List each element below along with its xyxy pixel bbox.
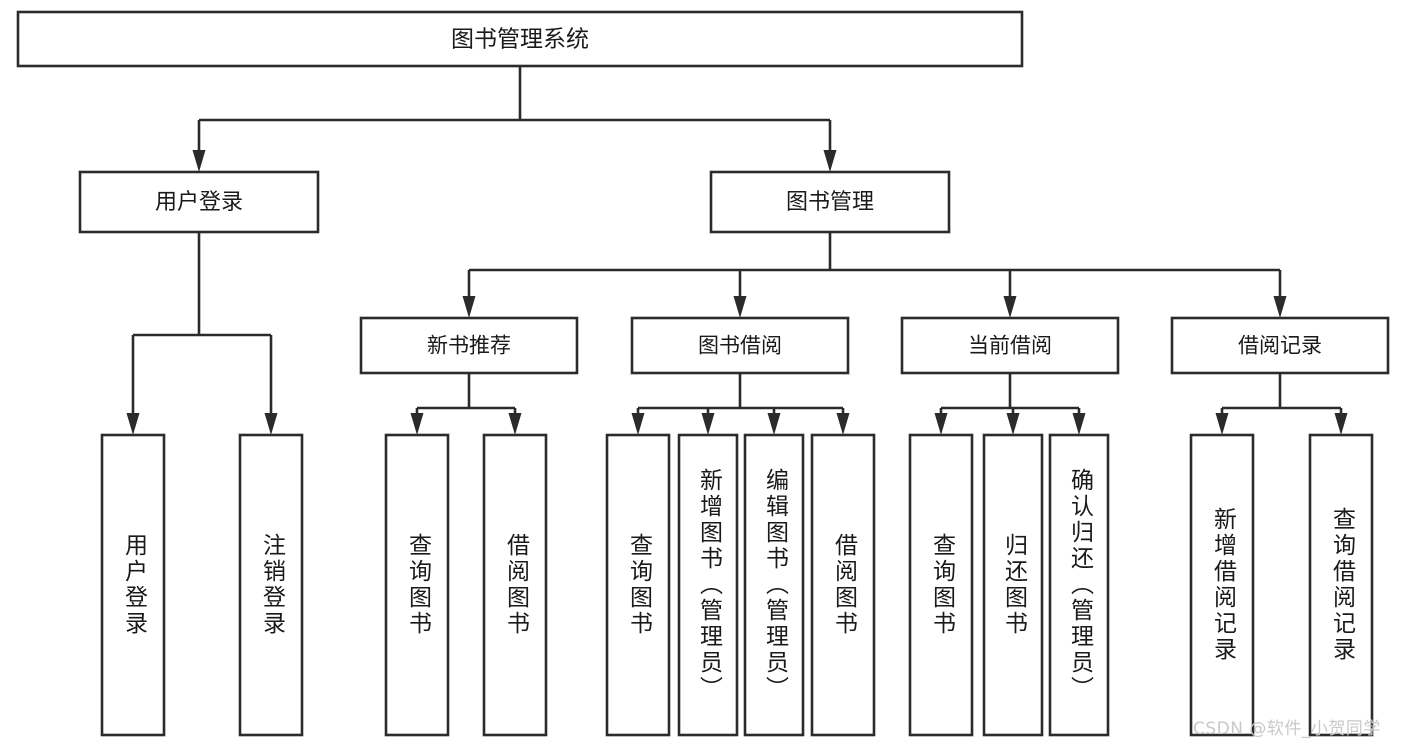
- level2-node-label: 图书管理: [786, 190, 874, 215]
- leaf-label-注销登录: 注销登录: [258, 533, 285, 637]
- leaf-node-确认归还管理员[interactable]: [1048, 433, 1110, 737]
- connector-root-to-level2: [192, 66, 837, 172]
- leaf-label-查询借阅记录: 查询借阅记录: [1328, 507, 1355, 663]
- leaf-label-确认归还管理员: 确认归还（管理员）: [1066, 468, 1093, 702]
- leaf-node-查询图书[interactable]: [384, 433, 450, 737]
- leaf-node-借阅图书[interactable]: [482, 433, 548, 737]
- connector-borrow-record-to-leaves: [1215, 373, 1348, 435]
- level2-node-label: 用户登录: [155, 190, 243, 215]
- leaf-label-归还图书: 归还图书: [1000, 533, 1027, 637]
- connector-current-borrow-to-leaves: [934, 373, 1086, 435]
- level3-node-label: 当前借阅: [968, 334, 1052, 358]
- leaf-node-新增借阅记录[interactable]: [1189, 433, 1255, 737]
- connector-borrow-book-to-leaves: [631, 373, 850, 435]
- leaf-node-查询图书[interactable]: [908, 433, 974, 737]
- connector-user-login-to-leaves: [126, 232, 278, 435]
- leaf-node-编辑图书管理员[interactable]: [743, 433, 805, 737]
- level3-node-新书推荐[interactable]: 新书推荐: [359, 316, 579, 375]
- leaf-label-新增借阅记录: 新增借阅记录: [1209, 507, 1236, 663]
- leaf-label-查询图书: 查询图书: [625, 533, 652, 637]
- leaf-label-借阅图书: 借阅图书: [502, 533, 529, 637]
- leaf-node-新增图书管理员[interactable]: [677, 433, 739, 737]
- connector-layer: [126, 66, 1348, 435]
- leaf-label-用户登录: 用户登录: [120, 533, 147, 637]
- level3-node-当前借阅[interactable]: 当前借阅: [900, 316, 1120, 375]
- leaf-label-借阅图书: 借阅图书: [830, 533, 857, 637]
- leaf-node-归还图书[interactable]: [982, 433, 1044, 737]
- leaf-label-新增图书管理员: 新增图书（管理员）: [695, 468, 722, 702]
- leaf-node-借阅图书[interactable]: [810, 433, 876, 737]
- level2-node-用户登录[interactable]: 用户登录: [78, 170, 320, 234]
- leaf-node-用户登录[interactable]: [100, 433, 166, 737]
- leaf-label-查询图书: 查询图书: [404, 533, 431, 637]
- connector-new-book-to-leaves: [410, 373, 522, 435]
- leaf-node-注销登录[interactable]: [238, 433, 304, 737]
- level3-node-借阅记录[interactable]: 借阅记录: [1170, 316, 1390, 375]
- level2-node-图书管理[interactable]: 图书管理: [709, 170, 951, 234]
- leaf-node-查询图书[interactable]: [605, 433, 671, 737]
- level3-node-label: 借阅记录: [1238, 334, 1322, 358]
- leaf-node-查询借阅记录[interactable]: [1308, 433, 1374, 737]
- level3-node-图书借阅[interactable]: 图书借阅: [630, 316, 850, 375]
- leaf-label-查询图书: 查询图书: [928, 533, 955, 637]
- root-node-图书管理系统[interactable]: 图书管理系统: [16, 10, 1024, 68]
- leaf-label-编辑图书管理员: 编辑图书（管理员）: [761, 468, 788, 702]
- level3-node-label: 图书借阅: [698, 334, 782, 358]
- root-node-label: 图书管理系统: [451, 27, 589, 53]
- connector-book-mgmt-to-level3: [462, 232, 1287, 318]
- level3-node-label: 新书推荐: [427, 334, 511, 358]
- watermark-text: CSDN @软件_小贺同学: [1193, 719, 1381, 739]
